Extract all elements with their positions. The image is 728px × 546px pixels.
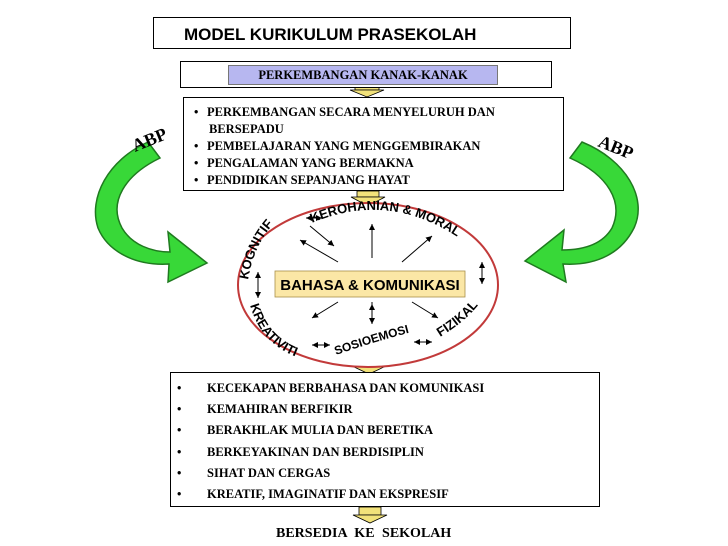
outcome-item: KREATIF, IMAGINATIF DAN EKSPRESIF [177,484,484,505]
connector-arrow-2 [350,190,386,207]
connector-arrow-4 [352,506,388,524]
outcome-item: KECEKAPAN BERBAHASA DAN KOMUNIKASI [177,378,484,399]
outcome-item: BERAKHLAK MULIA DAN BERETIKA [177,420,484,441]
principle-item: PERKEMBANGAN SECARA MENYELURUH DAN [194,104,495,121]
outcomes-box: KECEKAPAN BERBAHASA DAN KOMUNIKASI KEMAH… [170,372,600,507]
principles-list: PERKEMBANGAN SECARA MENYELURUH DAN BERSE… [194,104,495,189]
right-curved-arrow [523,141,639,284]
outcome-item: SIHAT DAN CERGAS [177,463,484,484]
principles-box: PERKEMBANGAN SECARA MENYELURUH DAN BERSE… [183,97,564,191]
principle-item: PENDIDIKAN SEPANJANG HAYAT [194,172,495,189]
outcome-item: KEMAHIRAN BERFIKIR [177,399,484,420]
left-curved-arrow [94,141,209,284]
relationship-arrows [255,215,485,348]
principle-item-continuation: BERSEPADU [209,122,284,136]
arrow-to-fizikal [411,301,439,319]
arrow-to-kognitif [299,239,339,263]
arrow-to-kerohanian [401,235,433,263]
outcomes-list: KECEKAPAN BERBAHASA DAN KOMUNIKASI KEMAH… [177,378,484,505]
child-development-box: PERKEMBANGAN KANAK-KANAK [180,61,552,88]
outcome-item: BERKEYAKINAN DAN BERDISIPLIN [177,442,484,463]
arrow-to-kreativiti [311,301,339,319]
center-label-box [274,270,466,298]
title-box: MODEL KURIKULUM PRASEKOLAH [153,17,571,49]
page-title: MODEL KURIKULUM PRASEKOLAH [184,25,477,44]
child-development-label: PERKEMBANGAN KANAK-KANAK [228,65,498,85]
arrow-from-kognitif [309,225,335,247]
center-label: BAHASA & KOMUNIKASI [280,277,459,294]
principle-item: PENGALAMAN YANG BERMAKNA [194,155,495,172]
principle-item: PEMBELAJARAN YANG MENGGEMBIRAKAN [194,138,495,155]
ready-for-school-label: BERSEDIA KE SEKOLAH [276,526,452,541]
